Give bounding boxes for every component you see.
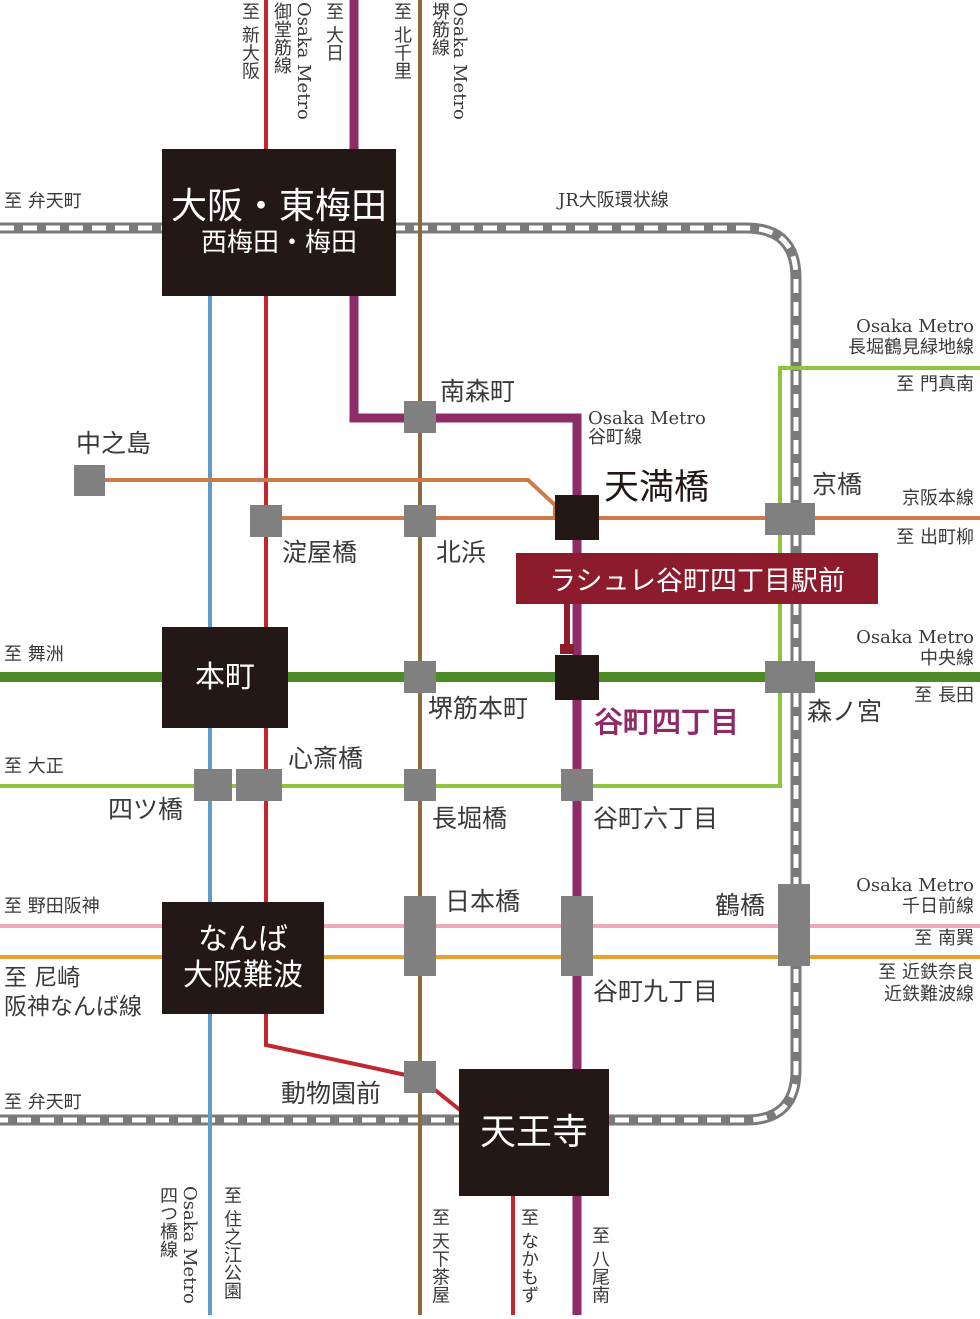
direction-amagasaki: 至 尼崎	[4, 965, 81, 991]
line-label-tanimachi-2: 谷町線	[588, 427, 642, 448]
station-label-tanimachi4[interactable]: 谷町四丁目	[594, 705, 740, 739]
station-umeda[interactable]: 大阪・東梅田 西梅田・梅田	[162, 149, 396, 296]
direction-tengachaya: 至 天下茶屋	[429, 1208, 450, 1304]
station-namba[interactable]: なんば 大阪難波	[162, 902, 324, 1014]
direction-nagata: 至 長田	[914, 685, 974, 706]
station-box-tanimachi6	[561, 769, 593, 801]
line-label-yotsubashi-2: 四つ橋線	[157, 1186, 178, 1258]
station-label-nagahoribashi[interactable]: 長堀橋	[432, 804, 508, 833]
station-box-nipponbashi	[404, 896, 436, 976]
line-label-tanimachi-1: Osaka Metro	[588, 408, 706, 429]
station-honmachi[interactable]: 本町	[162, 627, 288, 728]
station-box-tanimachi4	[555, 655, 599, 700]
line-label-yotsubashi-1: Osaka Metro	[179, 1186, 200, 1304]
station-label-nakanoshima[interactable]: 中之島	[76, 429, 152, 458]
station-box-dobutsuenmae	[404, 1061, 436, 1093]
station-label-dobutsuenmae[interactable]: 動物園前	[281, 1079, 382, 1108]
direction-suminoe: 至 住之江公園	[221, 1186, 242, 1300]
station-box-sakaisuji-honmachi	[404, 661, 436, 693]
direction-shin-osaka: 至 新大阪	[239, 2, 260, 80]
line-label-nagahori-2: 長堀鶴見緑地線	[848, 337, 974, 358]
station-box-minamimorimachi	[404, 401, 436, 433]
station-box-kitahama	[404, 505, 436, 537]
line-label-keihan: 京阪本線	[902, 488, 974, 509]
station-tennoji[interactable]: 天王寺	[459, 1069, 609, 1196]
line-label-kintetsu-namba: 近鉄難波線	[884, 984, 974, 1005]
station-box-tanimachi9	[561, 896, 593, 976]
property-pointer	[564, 604, 570, 644]
station-label-tanimachi6[interactable]: 谷町六丁目	[593, 804, 719, 833]
line-label-chuo-2: 中央線	[920, 648, 974, 669]
direction-kita-senri: 至 北千里	[391, 2, 412, 80]
station-label-kyobashi[interactable]: 京橋	[812, 470, 863, 499]
direction-bentencho-bottom: 至 弁天町	[4, 1092, 82, 1113]
property-name-plate[interactable]: ラシュレ谷町四丁目駅前	[516, 553, 878, 604]
direction-nakamozu: 至 なかもず	[518, 1208, 539, 1304]
station-label-shinsaibashi[interactable]: 心斎橋	[288, 744, 364, 773]
direction-taisho: 至 大正	[4, 756, 64, 777]
station-box-yotsubashi	[194, 769, 232, 801]
line-label-sennichimae-1: Osaka Metro	[856, 875, 974, 896]
direction-maishima: 至 舞洲	[4, 644, 64, 665]
direction-bentencho-top: 至 弁天町	[4, 191, 82, 212]
line-label-chuo-1: Osaka Metro	[856, 627, 974, 648]
direction-dainichi: 至 大日	[323, 2, 344, 62]
station-box-nagahoribashi	[404, 769, 436, 801]
station-umeda-name: 大阪・東梅田	[170, 186, 387, 228]
station-umeda-subname: 西梅田・梅田	[200, 227, 357, 258]
station-box-morinomiya	[765, 661, 815, 693]
station-namba-name: なんば	[198, 922, 288, 957]
station-label-morinomiya[interactable]: 森ノ宮	[807, 697, 883, 726]
station-label-yodoyabashi[interactable]: 淀屋橋	[282, 538, 358, 567]
line-label-nagahori-1: Osaka Metro	[856, 316, 974, 337]
station-tennoji-name: 天王寺	[479, 1111, 588, 1153]
line-label-midosuji-1: Osaka Metro	[293, 2, 314, 120]
station-label-nipponbashi[interactable]: 日本橋	[445, 887, 521, 916]
station-box-kyobashi	[765, 503, 815, 535]
station-box-nakanoshima	[74, 465, 105, 496]
station-tenmabashi-label[interactable]: 天満橋	[604, 468, 710, 508]
station-label-minamimorimachi[interactable]: 南森町	[440, 377, 516, 406]
direction-kintetsu-nara: 至 近鉄奈良	[878, 962, 974, 983]
station-box-tsuruhashi	[778, 884, 810, 966]
station-label-yotsubashi[interactable]: 四ツ橋	[108, 795, 184, 824]
line-label-sennichimae-2: 千日前線	[902, 896, 974, 917]
direction-demachiyanagi: 至 出町柳	[896, 527, 974, 548]
direction-minami-tatsumi: 至 南巽	[914, 928, 974, 949]
station-label-sakaisuji-honmachi[interactable]: 堺筋本町	[428, 694, 529, 723]
line-label-sakaisuji-2: 堺筋線	[429, 2, 450, 56]
line-label-jr-loop: JR大阪環状線	[558, 190, 669, 211]
direction-noda-hanshin: 至 野田阪神	[4, 896, 100, 917]
station-label-kitahama[interactable]: 北浜	[436, 538, 487, 567]
station-label-tanimachi9[interactable]: 谷町九丁目	[593, 977, 719, 1006]
line-label-midosuji-2: 御堂筋線	[271, 2, 292, 74]
station-box-yodoyabashi	[250, 505, 282, 537]
station-label-tsuruhashi[interactable]: 鶴橋	[715, 891, 766, 920]
station-box-shinsaibashi	[236, 769, 282, 801]
direction-yao-minami: 至 八尾南	[589, 1226, 610, 1304]
station-box-tenmabashi	[555, 495, 599, 540]
line-label-sakaisuji-1: Osaka Metro	[449, 2, 470, 120]
station-namba-subname: 大阪難波	[183, 958, 303, 993]
direction-kadoma: 至 門真南	[896, 374, 974, 395]
station-honmachi-name: 本町	[195, 659, 255, 695]
line-label-hanshin-namba: 阪神なんば線	[4, 994, 142, 1020]
property-pointer-dot	[560, 644, 574, 654]
